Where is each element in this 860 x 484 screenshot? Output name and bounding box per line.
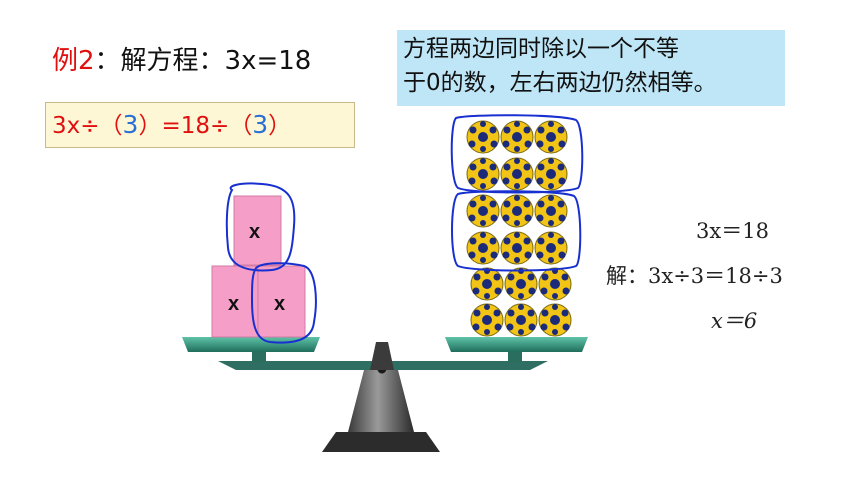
solution-line-1: 3x＝18 bbox=[696, 219, 769, 243]
soccer-ball bbox=[504, 303, 538, 337]
soccer-ball bbox=[534, 157, 568, 191]
soccer-ball bbox=[466, 231, 500, 265]
rule-note-line-1: 方程两边同时除以一个不等 bbox=[403, 36, 679, 62]
eq-blank-2: 3 bbox=[252, 110, 269, 139]
x-block-top bbox=[233, 195, 282, 266]
right-loop-middle bbox=[451, 190, 582, 272]
x-block-top-label: x bbox=[249, 221, 260, 243]
rule-note: 方程两边同时除以一个不等 于0的数，左右两边仍然相等。 bbox=[397, 30, 785, 106]
example-title: 例2：解方程：3x=18 bbox=[52, 40, 311, 77]
example-label: 例2 bbox=[52, 46, 95, 76]
soccer-ball bbox=[534, 231, 568, 265]
eq-left: 3x÷（ bbox=[52, 113, 123, 139]
eq-blank-1: 3 bbox=[122, 110, 139, 139]
soccer-ball bbox=[500, 194, 534, 228]
scale-base bbox=[322, 432, 440, 452]
eq-middle: ）=18÷（ bbox=[138, 113, 253, 139]
soccer-ball bbox=[504, 267, 538, 301]
left-loop-right bbox=[250, 262, 317, 344]
solution-division: 3x÷3＝18÷3 bbox=[648, 264, 783, 288]
left-pan-post bbox=[252, 350, 266, 362]
x-block-bottom-right bbox=[257, 265, 306, 338]
solution-prefix: 解： bbox=[606, 264, 648, 288]
soccer-ball bbox=[500, 120, 534, 154]
left-loop-top bbox=[225, 182, 296, 272]
left-pan bbox=[182, 337, 320, 352]
eq-right: ） bbox=[268, 113, 292, 139]
x-block-bottom-right-label: x bbox=[274, 293, 285, 315]
soccer-ball bbox=[538, 267, 572, 301]
scale-pointer bbox=[370, 342, 394, 370]
x-block-bottom-left-label: x bbox=[228, 293, 239, 315]
right-loop-top bbox=[450, 114, 584, 194]
soccer-ball bbox=[534, 194, 568, 228]
soccer-ball bbox=[538, 303, 572, 337]
rule-note-line-2: 于0的数，左右两边仍然相等。 bbox=[403, 70, 717, 96]
right-pan bbox=[445, 337, 588, 352]
soccer-ball bbox=[466, 194, 500, 228]
solution-line-2: 解：3x÷3＝18÷3 bbox=[606, 260, 783, 290]
soccer-ball bbox=[534, 120, 568, 154]
soccer-ball bbox=[466, 157, 500, 191]
division-equation-box: 3x÷（3）=18÷（3） bbox=[45, 102, 355, 148]
right-pan-post bbox=[508, 350, 522, 362]
soccer-balls bbox=[466, 120, 572, 337]
soccer-ball bbox=[466, 120, 500, 154]
soccer-ball bbox=[500, 231, 534, 265]
x-blocks: x x x bbox=[211, 195, 306, 338]
soccer-ball bbox=[500, 157, 534, 191]
soccer-ball bbox=[470, 303, 504, 337]
solution-line-3: x＝6 bbox=[711, 309, 758, 333]
scale-stand bbox=[348, 370, 414, 432]
soccer-ball bbox=[470, 267, 504, 301]
example-task: ：解方程：3x=18 bbox=[94, 46, 312, 76]
